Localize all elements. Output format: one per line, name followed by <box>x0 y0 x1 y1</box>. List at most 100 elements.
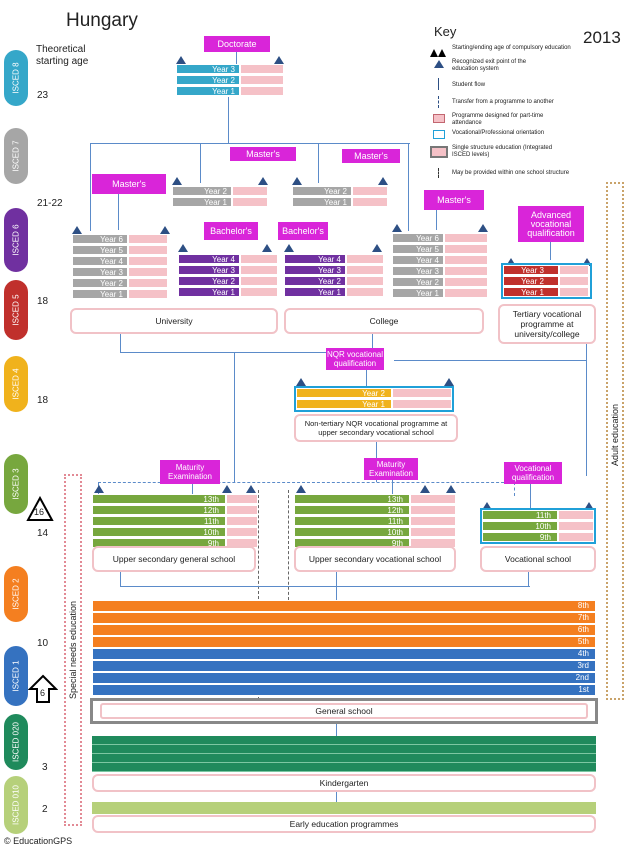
vocational-swatch <box>433 130 445 139</box>
exit-point-icon <box>72 226 82 234</box>
non-tertiary-box: Non-tertiary NQR vocational programme at… <box>294 414 458 442</box>
flow-line <box>372 334 373 352</box>
part-time-cell <box>410 516 456 526</box>
flow-line <box>234 352 235 482</box>
part-time-cell <box>558 521 594 531</box>
isced-020-pill: ISCED 020 <box>4 714 28 770</box>
flow-line <box>514 482 515 496</box>
part-time-cell <box>558 532 594 542</box>
part-time-cell <box>444 255 488 265</box>
masters-year-1: Year 1 <box>172 197 232 207</box>
grade-6: 6th <box>92 624 596 636</box>
vocational-frame <box>480 508 596 544</box>
masters-year-2: Year 2 <box>292 186 352 196</box>
key-item-compulsory: Starting/ending age of compulsory educat… <box>452 45 571 51</box>
part-time-cell <box>346 276 384 286</box>
flow-line <box>118 194 119 230</box>
grade-7: 7th <box>92 612 596 624</box>
part-time-cell <box>240 86 284 96</box>
single-structure-swatch <box>430 146 448 158</box>
special-needs-label: Special needs education <box>68 600 78 700</box>
upper-general-box: Upper secondary general school <box>92 546 256 572</box>
exit-point-icon <box>444 378 454 386</box>
exit-point-icon <box>262 244 272 252</box>
age-label: 2 <box>42 804 48 815</box>
vocational-grade-12: 12th <box>294 505 410 515</box>
part-time-cell <box>128 234 168 244</box>
doctorate-year-1: Year 1 <box>176 86 240 96</box>
school-structure-divider <box>258 490 259 700</box>
university-box: University <box>70 308 278 334</box>
college-year-2: Year 2 <box>284 276 346 286</box>
part-time-cell <box>240 276 278 286</box>
vocational-frame <box>501 263 592 299</box>
flow-line <box>436 210 437 230</box>
flow-line <box>550 242 551 260</box>
flow-line <box>192 484 193 496</box>
masters-label: Master's <box>424 190 484 210</box>
age-label: 18 <box>37 296 49 307</box>
uni-year-6: Year 6 <box>72 234 128 244</box>
key-item-transfer: Transfer from a programme to another <box>452 99 554 105</box>
year-label: 2013 <box>583 28 621 47</box>
doctorate-label: Doctorate <box>204 36 270 52</box>
vocational-grade-11: 11th <box>294 516 410 526</box>
bachelor-year-2: Year 2 <box>178 276 240 286</box>
key-item-exit: Recognized exit point of the education s… <box>452 59 527 72</box>
isced-7-pill: ISCED 7 <box>4 128 28 184</box>
isced-2-pill: ISCED 2 <box>4 566 28 622</box>
isced-4-pill: ISCED 4 <box>4 356 28 412</box>
flow-line <box>90 143 410 144</box>
doctorate-year-2: Year 2 <box>176 75 240 85</box>
exit-point-icon <box>172 177 182 185</box>
part-time-cell <box>444 266 488 276</box>
flow-line <box>394 360 586 361</box>
part-time-cell <box>559 287 589 297</box>
transfer-icon <box>438 96 439 108</box>
exit-point-icon <box>222 485 232 493</box>
part-time-cell <box>444 277 488 287</box>
flow-line <box>586 344 587 476</box>
flow-line <box>336 724 337 736</box>
key-title: Key <box>434 24 457 39</box>
isced-1-pill: ISCED 1 <box>4 646 28 706</box>
nqr-year-2: Year 2 <box>296 388 392 398</box>
flow-line <box>408 143 409 231</box>
flow-line <box>392 480 393 496</box>
flow-line <box>120 334 121 352</box>
maturity-label: Maturity Examination <box>160 460 220 484</box>
school-structure-icon <box>438 168 439 178</box>
part-time-cell <box>240 64 284 74</box>
flow-line <box>366 370 367 386</box>
college-year-3: Year 3 <box>284 265 346 275</box>
exit-point-icon <box>258 177 268 185</box>
part-time-cell <box>128 289 168 299</box>
bachelors-label: Bachelor's <box>204 222 258 240</box>
exit-point-icon <box>446 485 456 493</box>
masters-label: Master's <box>230 147 296 161</box>
bachelor-year-3: Year 3 <box>178 265 240 275</box>
masters-year-1: Year 1 <box>292 197 352 207</box>
part-time-cell <box>232 186 268 196</box>
part-time-cell <box>559 265 589 275</box>
general-grade-12: 12th <box>92 505 226 515</box>
key-item-vocational: Vocational/Professional orientation <box>452 130 545 136</box>
exit-point-icon <box>274 56 284 64</box>
kindergarten-box: Kindergarten <box>92 774 596 792</box>
grade-2: 2nd <box>92 672 596 684</box>
exit-point-icon <box>478 224 488 232</box>
grade-8: 8th <box>92 600 596 612</box>
part-time-cell <box>444 288 488 298</box>
part-time-cell <box>240 75 284 85</box>
college-int-year-2: Year 2 <box>392 277 444 287</box>
flow-line <box>90 143 91 231</box>
exit-point-icon <box>434 60 444 68</box>
flow-line <box>530 484 531 508</box>
adult-education-label: Adult education <box>610 403 620 467</box>
flow-line <box>98 482 514 483</box>
compulsory-end-marker: 16 <box>26 495 54 522</box>
part-time-cell <box>346 265 384 275</box>
college-year-1: Year 1 <box>284 287 346 297</box>
age-label: 14 <box>37 528 49 539</box>
part-time-cell <box>240 265 278 275</box>
